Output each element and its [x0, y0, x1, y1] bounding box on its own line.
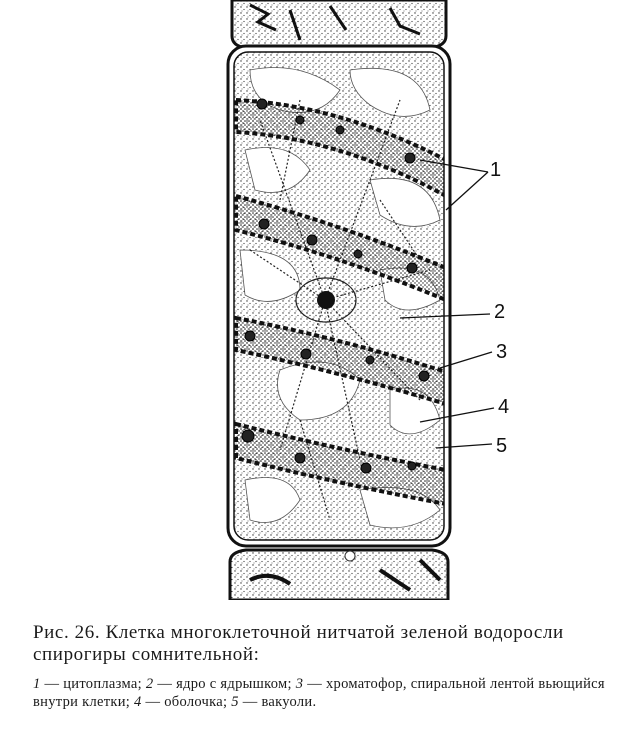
- lower-neighbor-cell: [228, 548, 450, 600]
- legend-num-1: 1: [33, 676, 41, 692]
- spirogyra-cell-illustration: 1 2 3 4 5: [226, 0, 509, 600]
- nucleus: [295, 277, 357, 323]
- legend-text-5: — вакуоли.: [242, 694, 317, 710]
- figure-caption: Рис. 26. Клетка многоклеточной нитчатой …: [33, 622, 613, 666]
- figure-label-1: 1: [490, 159, 501, 181]
- chromatophore-bands: [234, 97, 444, 507]
- legend-text-2: — ядро с ядрышком;: [157, 676, 296, 692]
- figure-label-5: 5: [496, 435, 507, 457]
- upper-neighbor-cell: [230, 0, 448, 50]
- figure-label-4: 4: [498, 396, 509, 418]
- legend-num-2: 2: [145, 676, 154, 692]
- pyrenoids: [241, 98, 430, 474]
- legend-text-3: — хроматофор, спиральной лентой вьющийся…: [33, 676, 605, 710]
- figure-legend: 1 — цитоплазма; 2 — ядро с ядрышком; 3 —…: [33, 675, 613, 711]
- figure-label-3: 3: [496, 341, 507, 363]
- legend-num-5: 5: [231, 694, 239, 710]
- legend-text-1: — цитоплазма;: [44, 676, 146, 692]
- leader-lines: [399, 159, 495, 449]
- vacuoles: [239, 67, 441, 529]
- legend-num-4: 4: [134, 694, 142, 710]
- legend-text-4: — оболочка;: [145, 694, 232, 710]
- legend-num-3: 3: [295, 676, 304, 692]
- figure-label-2: 2: [494, 301, 505, 323]
- caption-title: Рис. 26. Клетка многоклеточной нитчатой …: [33, 622, 564, 665]
